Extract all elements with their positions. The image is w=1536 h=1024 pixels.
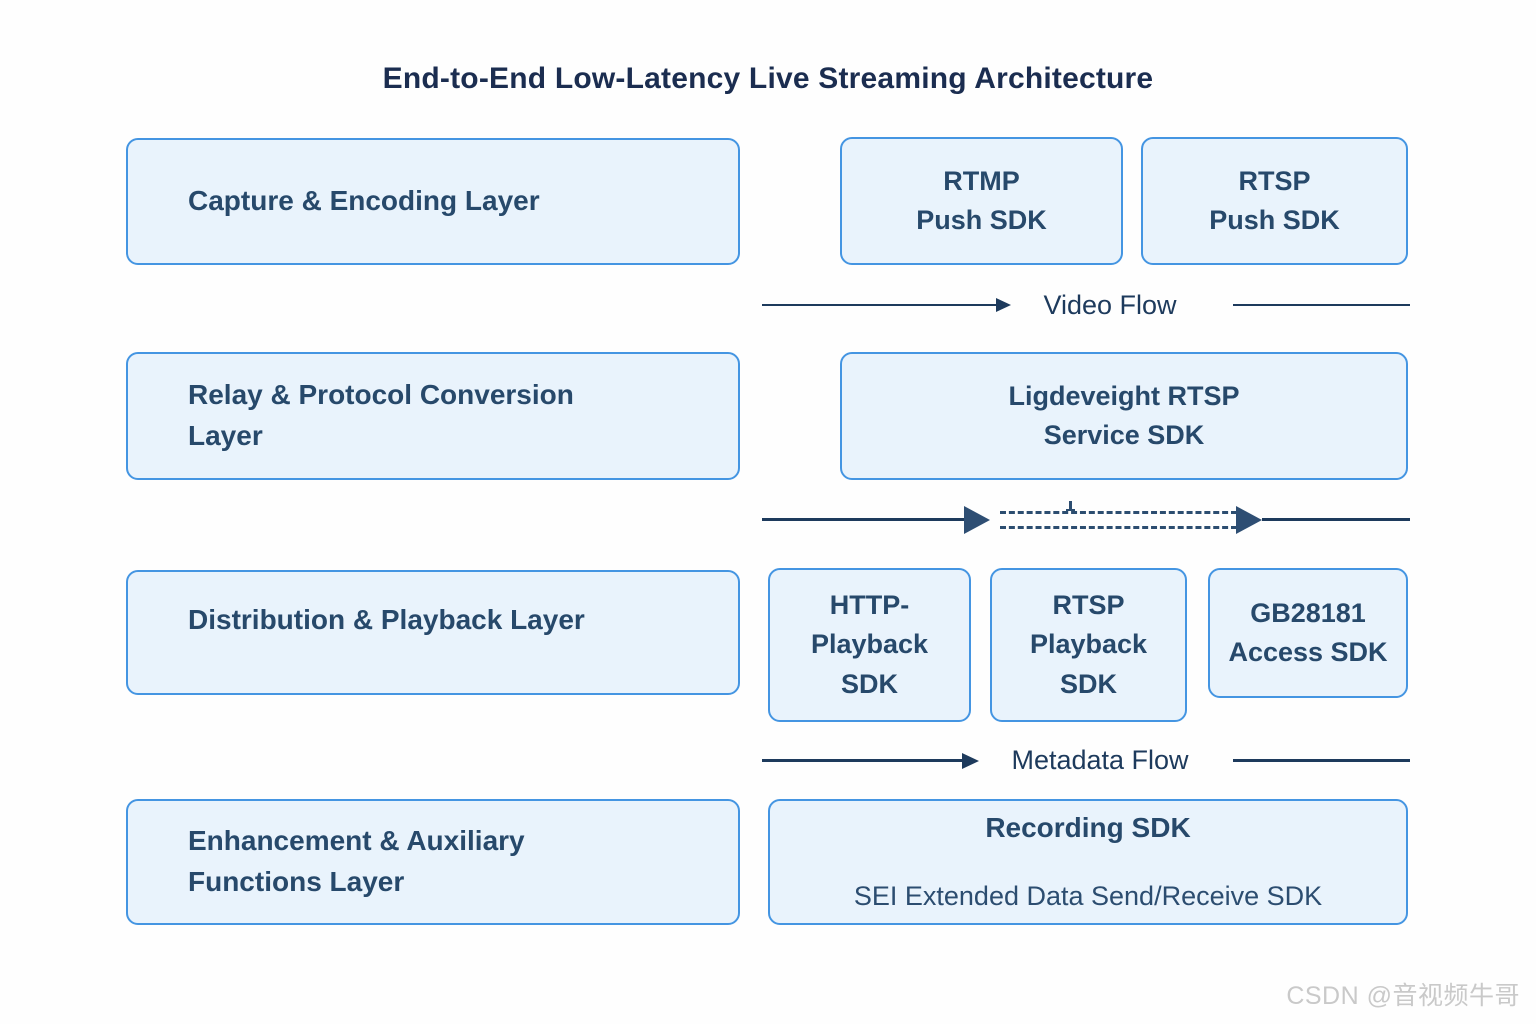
video-flow-label: Video Flow: [1043, 290, 1177, 320]
metadata-flow-line-right: [1233, 759, 1410, 762]
layer-box-distribution-playback: Distribution & Playback Layer: [126, 570, 740, 695]
metadata-flow-line-left: [762, 759, 962, 762]
layer-box-capture-encoding: Capture & Encoding Layer: [126, 138, 740, 265]
video-flow-arrowhead-icon: [996, 298, 1011, 312]
relay-flow-dashed-line-top: [1000, 511, 1237, 514]
relay-flow-arrowhead-right-icon: [1236, 506, 1262, 534]
sdk-box-lightweight-rtsp-service: Ligdeveight RTSP Service SDK: [840, 352, 1408, 480]
layer-box-relay-protocol: Relay & Protocol Conversion Layer: [126, 352, 740, 480]
relay-flow-tick-mark: [1069, 501, 1072, 510]
layer-box-enhancement-auxiliary: Enhancement & Auxiliary Functions Layer: [126, 799, 740, 925]
video-flow-line-left: [762, 304, 996, 306]
relay-flow-arrowhead-left-icon: [964, 506, 990, 534]
relay-flow-dashed-line-bottom: [1000, 526, 1237, 529]
recording-sdk-title: Recording SDK: [985, 811, 1191, 843]
relay-flow-line-right: [1262, 518, 1410, 521]
video-flow-line-right: [1233, 304, 1410, 306]
sdk-box-recording: Recording SDK SEI Extended Data Send/Rec…: [768, 799, 1408, 925]
relay-flow-line-left: [762, 518, 965, 521]
relay-flow-tick-base: [1066, 509, 1075, 511]
sdk-box-rtsp-playback: RTSP Playback SDK: [990, 568, 1187, 722]
recording-box-content: Recording SDK SEI Extended Data Send/Rec…: [770, 784, 1406, 939]
recording-sdk-subtitle: SEI Extended Data Send/Receive SDK: [853, 881, 1323, 912]
sdk-box-http-playback: HTTP- Playback SDK: [768, 568, 971, 722]
sdk-box-rtsp-push: RTSP Push SDK: [1141, 137, 1408, 265]
sdk-box-gb28181-access: GB28181 Access SDK: [1208, 568, 1408, 698]
metadata-flow-arrowhead-icon: [962, 753, 979, 769]
diagram-title: End-to-End Low-Latency Live Streaming Ar…: [382, 62, 1154, 95]
sdk-box-rtmp-push: RTMP Push SDK: [840, 137, 1123, 265]
metadata-flow-label: Metadata Flow: [1011, 745, 1189, 775]
watermark-text: CSDN @音视频牛哥: [1286, 982, 1520, 1010]
